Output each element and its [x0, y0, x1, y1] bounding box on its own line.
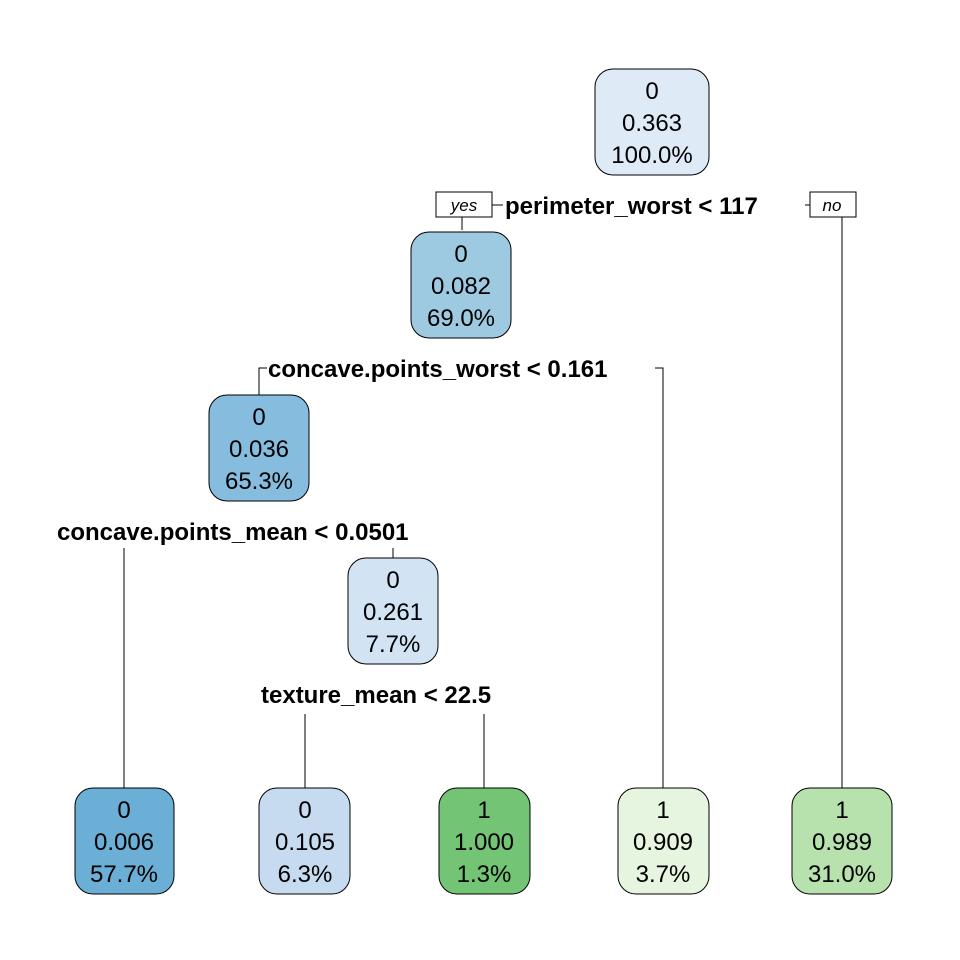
node-n4-class: 0: [252, 404, 265, 431]
node-root-class: 0: [645, 78, 658, 105]
node-n4-pct: 65.3%: [225, 468, 293, 495]
leaf-5-pct: 31.0%: [808, 861, 876, 888]
leaf-5-prob: 0.989: [812, 829, 872, 856]
node-n2: 0 0.082 69.0%: [410, 231, 512, 339]
split-concave-points-mean: concave.points_mean < 0.0501: [57, 519, 409, 546]
leaf-1-pct: 57.7%: [90, 861, 158, 888]
leaf-1-box: [74, 787, 175, 895]
node-n9-class: 0: [386, 567, 399, 594]
leaf-5-box: [791, 787, 893, 895]
node-n9-box: [347, 557, 439, 665]
node-n4-box: [208, 394, 310, 502]
leaf-2: 0 0.105 6.3%: [258, 787, 351, 895]
leaf-4-pct: 3.7%: [636, 861, 691, 888]
node-n2-box: [410, 231, 512, 339]
leaf-3-pct: 1.3%: [457, 861, 512, 888]
leaf-4-class: 1: [656, 797, 669, 824]
node-root: 0 0.363 100.0%: [594, 68, 710, 176]
leaf-3-prob: 1.000: [454, 829, 514, 856]
node-n9: 0 0.261 7.7%: [347, 557, 439, 665]
node-n4: 0 0.036 65.3%: [208, 394, 310, 502]
leaf-5-class: 1: [835, 797, 848, 824]
leaf-1-prob: 0.006: [94, 829, 154, 856]
leaf-2-box: [258, 787, 351, 895]
no-tag-label: no: [823, 196, 842, 215]
node-root-prob: 0.363: [622, 110, 682, 137]
leaf-4-prob: 0.909: [633, 829, 693, 856]
yes-tag-label: yes: [450, 196, 478, 215]
leaf-2-pct: 6.3%: [278, 861, 333, 888]
split-concave-points-worst: concave.points_worst < 0.161: [268, 356, 607, 383]
leaf-1-class: 0: [117, 797, 130, 824]
leaf-3-box: [438, 787, 531, 895]
node-root-pct: 100.0%: [611, 142, 692, 169]
no-tag-box: [809, 191, 857, 218]
leaf-3: 1 1.000 1.3%: [438, 787, 531, 895]
node-n2-prob: 0.082: [431, 273, 491, 300]
node-n9-pct: 7.7%: [366, 631, 421, 658]
tree-edges: [123, 204, 843, 788]
yes-tag-box: [435, 191, 493, 218]
edge-n2-to-n4: [258, 367, 267, 395]
leaf-3-class: 1: [477, 797, 490, 824]
leaf-2-class: 0: [298, 797, 311, 824]
leaf-1: 0 0.006 57.7%: [74, 787, 175, 895]
node-n9-prob: 0.261: [363, 599, 423, 626]
no-tag: no: [809, 191, 857, 218]
leaf-4-box: [617, 787, 710, 895]
split-perimeter-worst: perimeter_worst < 117: [505, 193, 758, 220]
node-n4-prob: 0.036: [229, 436, 289, 463]
leaf-5: 1 0.989 31.0%: [791, 787, 893, 895]
leaf-4: 1 0.909 3.7%: [617, 787, 710, 895]
node-root-box: [594, 68, 710, 176]
node-n2-pct: 69.0%: [427, 305, 495, 332]
edge-n2-to-leaf4: [655, 367, 664, 788]
split-texture-mean: texture_mean < 22.5: [261, 682, 491, 709]
leaf-2-prob: 0.105: [275, 829, 335, 856]
yes-tag: yes: [435, 191, 493, 218]
node-n2-class: 0: [454, 241, 467, 268]
